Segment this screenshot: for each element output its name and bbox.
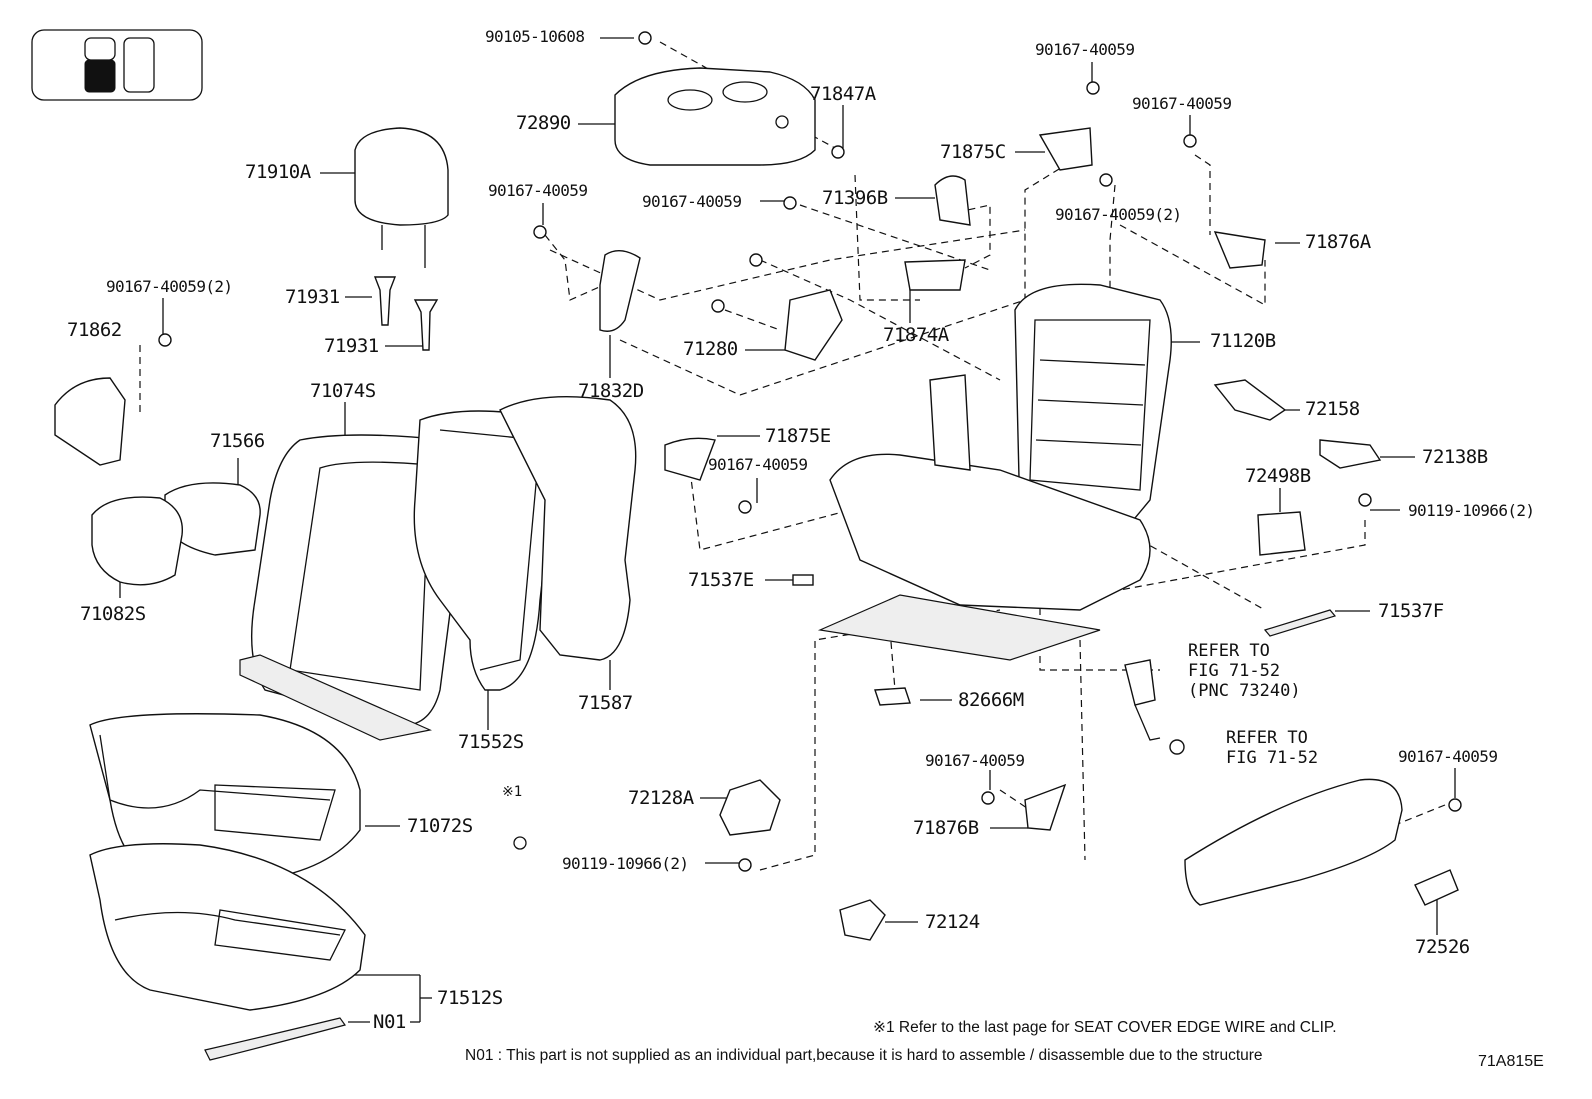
callout-71910A[interactable]: 71910A [245,161,311,183]
callout-72158[interactable]: 72158 [1305,398,1360,420]
callout-72890[interactable]: 72890 [516,112,571,134]
footnote-n01: N01 : This part is not supplied as an in… [465,1047,1263,1064]
callout-72498B[interactable]: 72498B [1245,465,1311,487]
callout-82666M[interactable]: 82666M [958,689,1024,711]
callout-72526[interactable]: 72526 [1415,936,1470,958]
callout-71931-b[interactable]: 71931 [324,335,379,357]
callout-72124[interactable]: 72124 [925,911,980,933]
footnote-mark: ※1 [502,784,523,800]
callout-90119-10966-2b[interactable]: 90119-10966(2) [562,854,689,873]
callout-71537E[interactable]: 71537E [688,569,754,591]
callout-90167-40059-d[interactable]: 90167-40059 [642,192,742,211]
callout-71120B[interactable]: 71120B [1210,330,1276,352]
callout-71875E[interactable]: 71875E [765,425,831,447]
callout-72128A[interactable]: 72128A [628,787,694,809]
callout-71082S[interactable]: 71082S [80,603,146,625]
callout-71072S[interactable]: 71072S [407,815,473,837]
callout-71874A[interactable]: 71874A [883,324,949,346]
callout-71847A[interactable]: 71847A [810,83,876,105]
callout-90167-40059-2a[interactable]: 90167-40059(2) [1055,205,1182,224]
callout-N01[interactable]: N01 [373,1011,406,1033]
seat-position-indicator-icon [31,29,203,101]
callout-71074S[interactable]: 71074S [310,380,376,402]
callout-90167-40059-a[interactable]: 90167-40059 [1035,40,1135,59]
callout-71876B[interactable]: 71876B [913,817,979,839]
parts-outlines [54,31,1462,1061]
callout-90167-40059-2b[interactable]: 90167-40059(2) [106,277,233,296]
callout-71876A[interactable]: 71876A [1305,231,1371,253]
callout-71552S[interactable]: 71552S [458,731,524,753]
callout-90167-40059-b[interactable]: 90167-40059 [1132,94,1232,113]
leader-lines [119,37,1456,1023]
callout-71875C[interactable]: 71875C [940,141,1006,163]
callout-90167-40059-c[interactable]: 90167-40059 [488,181,588,200]
refer-note-pnc-73240[interactable]: REFER TO FIG 71-52 (PNC 73240) [1188,641,1301,701]
callout-71280[interactable]: 71280 [683,338,738,360]
figure-code: 71A815E [1478,1053,1544,1070]
callout-90167-40059-g[interactable]: 90167-40059 [1398,747,1498,766]
callout-71512S[interactable]: 71512S [437,987,503,1009]
callout-71587[interactable]: 71587 [578,692,633,714]
callout-71537F[interactable]: 71537F [1378,600,1444,622]
footnote-seat-cover-edge-wire: ※1 Refer to the last page for SEAT COVER… [873,1019,1337,1036]
callout-90167-40059-e[interactable]: 90167-40059 [708,455,808,474]
callout-71862[interactable]: 71862 [67,319,122,341]
callout-90167-40059-f[interactable]: 90167-40059 [925,751,1025,770]
refer-note-fig-71-52[interactable]: REFER TO FIG 71-52 [1226,728,1319,768]
callout-71396B[interactable]: 71396B [822,187,888,209]
callout-72138B[interactable]: 72138B [1422,446,1488,468]
callout-90119-10966-2a[interactable]: 90119-10966(2) [1408,501,1535,520]
callout-71832D[interactable]: 71832D [578,380,644,402]
callout-90105-10608[interactable]: 90105-10608 [485,27,585,46]
callout-71566[interactable]: 71566 [210,430,265,452]
callout-71931-a[interactable]: 71931 [285,286,340,308]
